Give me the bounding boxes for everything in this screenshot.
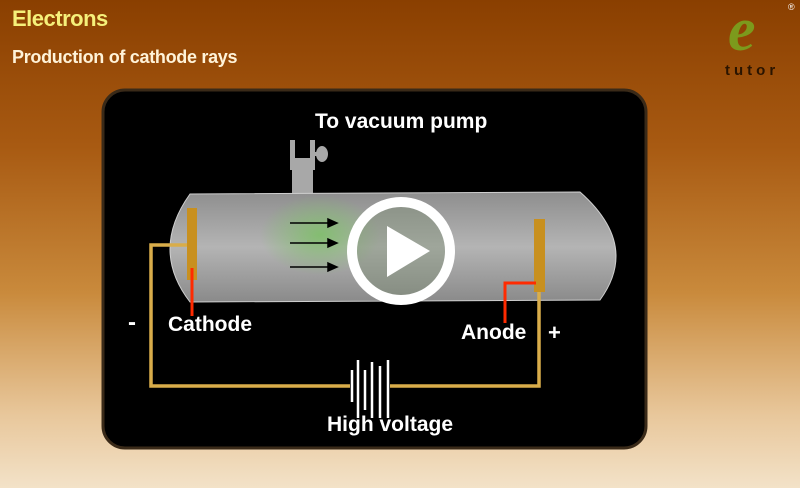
voltage-label: High voltage: [327, 413, 453, 436]
vacuum-pump-valve: [290, 140, 328, 200]
plus-label: +: [548, 320, 561, 345]
slide-title: Electrons: [12, 6, 108, 31]
anode-label: Anode: [461, 321, 526, 344]
anode-pointer: [503, 281, 536, 323]
minus-label: -: [128, 309, 136, 336]
play-icon: [387, 226, 430, 277]
slide-subtitle: Production of cathode rays: [12, 47, 238, 67]
play-button[interactable]: [347, 197, 455, 305]
etutor-logo: e tutor ®: [718, 0, 800, 84]
logo-word: tutor: [725, 62, 780, 79]
logo-registered: ®: [788, 2, 795, 12]
positive-wire: [390, 292, 541, 388]
negative-wire: [149, 243, 350, 388]
cathode-plate: [187, 208, 197, 280]
cathode-label: Cathode: [168, 313, 252, 336]
pump-label: To vacuum pump: [315, 110, 487, 133]
cathode-ray-arrows: [290, 217, 339, 273]
battery-icon: [350, 360, 390, 418]
logo-letter: e: [728, 0, 756, 64]
anode-plate: [534, 219, 545, 292]
